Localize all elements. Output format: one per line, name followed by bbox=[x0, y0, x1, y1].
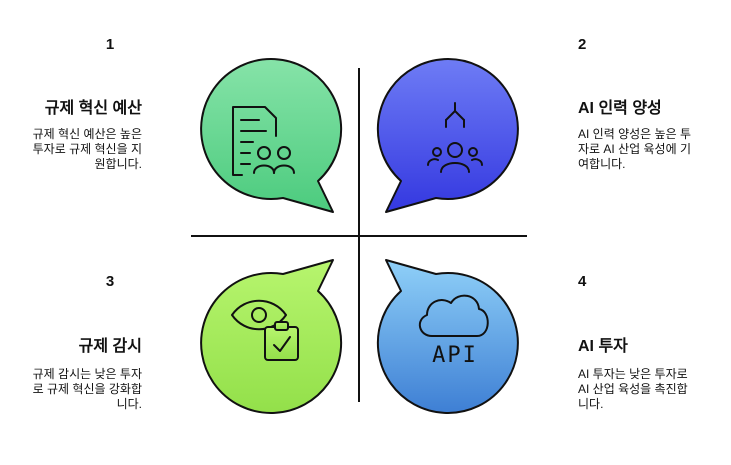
robot-arm-people-icon bbox=[427, 102, 483, 173]
quadrant-2-desc: AI 인력 양성은 높은 투 자로 AI 산업 육성에 기 여합니다. bbox=[578, 127, 691, 171]
bubble-3 bbox=[200, 259, 343, 414]
quadrant-3-desc: 규제 감시는 낮은 투자 로 규제 혁신을 강화합 니다. bbox=[32, 367, 142, 411]
document-people-icon bbox=[232, 106, 295, 176]
quadrant-1-title: 규제 혁신 예산 bbox=[44, 100, 142, 117]
quadrant-2-number: 2 bbox=[578, 36, 587, 53]
quadrant-3-title: 규제 감시 bbox=[78, 338, 142, 355]
quadrant-4-desc: AI 투자는 낮은 투자로 AI 산업 육성을 촉진합 니다. bbox=[578, 367, 688, 411]
quadrant-1-number: 1 bbox=[105, 36, 115, 53]
quadrant-1-desc: 규제 혁신 예산은 높은 투자로 규제 혁신을 지 원합니다. bbox=[32, 127, 142, 171]
quadrant-4-title: AI 투자 bbox=[578, 338, 628, 355]
bubble-2 bbox=[376, 58, 519, 213]
api-label: API bbox=[432, 343, 478, 368]
cloud-api-icon bbox=[418, 294, 489, 337]
eye-clipboard-icon bbox=[231, 299, 299, 361]
bubble-1 bbox=[200, 58, 343, 213]
quadrant-4-number: 4 bbox=[578, 273, 587, 290]
bubble-4: API bbox=[376, 259, 519, 414]
quadrant-3-number: 3 bbox=[105, 273, 115, 290]
quadrant-2-title: AI 인력 양성 bbox=[578, 100, 662, 117]
